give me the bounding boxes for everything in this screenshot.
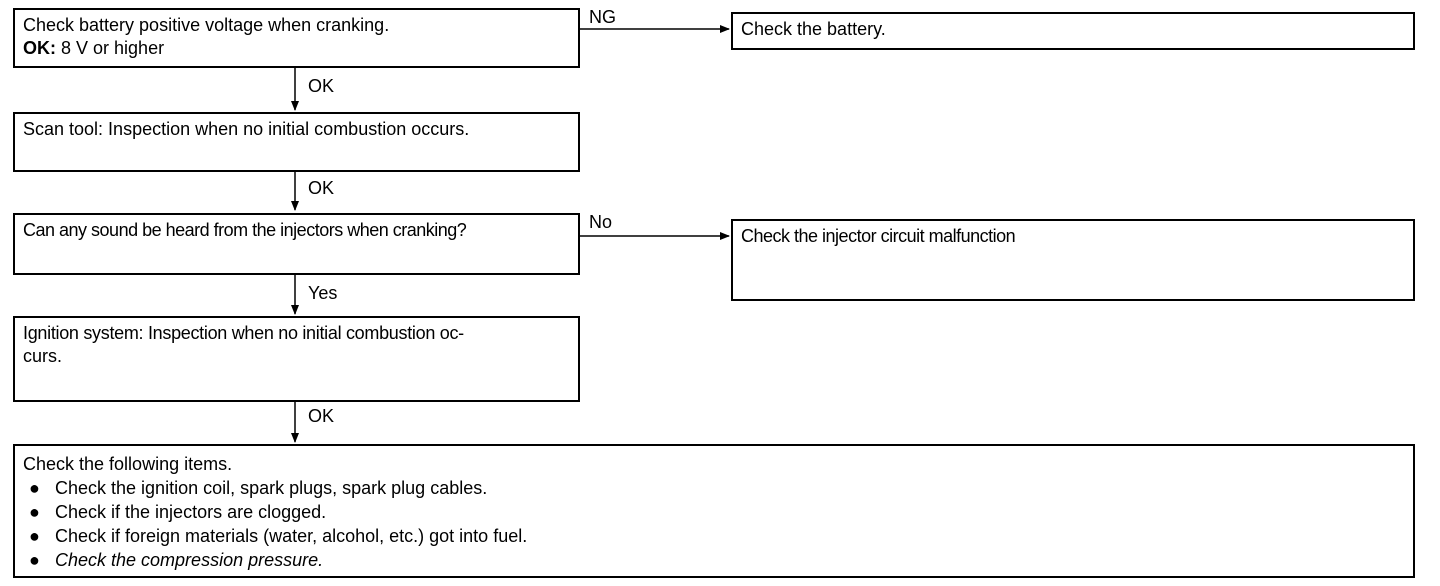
list-item-text: Check if foreign materials (water, alcoh… [55, 526, 528, 546]
bullet-icon: ● [29, 526, 40, 546]
ok-value: 8 V or higher [61, 38, 165, 58]
ignition-system-line2: curs. [23, 346, 63, 366]
list-item: ● Check if foreign materials (water, alco… [23, 524, 1405, 548]
scan-tool-text: Scan tool: Inspection when no initial co… [23, 119, 470, 139]
bullet-icon: ● [29, 478, 40, 498]
list-item-text: Check the compression pressure. [55, 550, 324, 570]
ignition-system-line1: Ignition system: Inspection when no init… [23, 323, 464, 343]
list-item: ● Check the ignition coil, spark plugs, s… [23, 476, 1405, 500]
list-item-text: Check if the injectors are clogged. [55, 502, 327, 522]
list-item: ● Check if the injectors are clogged. [23, 500, 1405, 524]
ng-label: NG [589, 7, 616, 27]
no-label: No [589, 212, 613, 232]
ok-label-1: OK [308, 76, 335, 96]
injector-sound-box: Can any sound be heard from the injector… [13, 213, 580, 275]
injector-circuit-text: Check the injector circuit malfunction [741, 226, 1016, 246]
bullet-icon: ● [29, 550, 40, 570]
check-battery-text: Check the battery. [741, 19, 886, 39]
final-check-heading: Check the following items. [23, 454, 233, 474]
battery-check-text: Check battery positive voltage when cran… [23, 15, 390, 35]
battery-ok-criterion: OK: 8 V or higher [23, 37, 570, 60]
scan-tool-box: Scan tool: Inspection when no initial co… [13, 112, 580, 172]
final-check-box: Check the following items. ● Check the ig… [13, 444, 1415, 578]
injector-sound-text: Can any sound be heard from the injector… [23, 220, 467, 240]
list-item: ● Check the compression pressure. [23, 548, 1405, 572]
yes-label: Yes [308, 283, 338, 303]
bullet-icon: ● [29, 502, 40, 522]
battery-voltage-check-box: Check battery positive voltage when cran… [13, 8, 580, 68]
final-check-list: ● Check the ignition coil, spark plugs, s… [23, 476, 1405, 572]
injector-circuit-box: Check the injector circuit malfunction [731, 219, 1415, 301]
check-battery-box: Check the battery. [731, 12, 1415, 50]
ok-label-2: OK [308, 178, 335, 198]
ignition-system-box: Ignition system: Inspection when no init… [13, 316, 580, 402]
list-item-text: Check the ignition coil, spark plugs, sp… [55, 478, 488, 498]
ok-label-3: OK [308, 406, 335, 426]
ok-prefix: OK: [23, 38, 56, 58]
